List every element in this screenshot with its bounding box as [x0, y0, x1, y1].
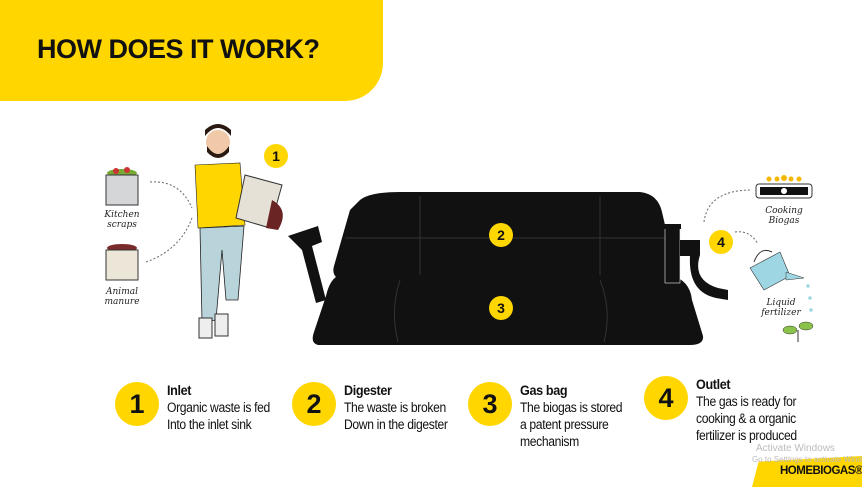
kitchen-scraps-bucket-icon: [105, 167, 139, 206]
header-banner: [0, 0, 383, 101]
activate-windows-watermark: Activate Windows: [756, 443, 835, 454]
step-title: Inlet: [167, 382, 192, 398]
step-title: Outlet: [696, 376, 731, 392]
step-number: 1: [115, 382, 159, 426]
gas-stove-icon: [755, 175, 813, 199]
marker-2: 2: [489, 223, 513, 247]
step-desc: mechanism: [520, 434, 579, 449]
page-title: HOW DOES IT WORK?: [37, 34, 320, 64]
watering-can-icon: [749, 249, 813, 312]
step-title: Digester: [344, 382, 392, 398]
step-number: 3: [468, 382, 512, 426]
step-desc: Organic waste is fed: [167, 400, 270, 415]
marker-3: 3: [489, 296, 513, 320]
step-outlet: 4 Outlet The gas is ready for cooking & …: [644, 376, 808, 444]
step-inlet: 1 Inlet Organic waste is fed Into the in…: [115, 382, 281, 433]
cooking-biogas-label: Cooking Biogas: [765, 206, 803, 226]
step-desc: fertilizer is produced: [696, 428, 797, 443]
inlet-funnel-icon: [288, 226, 326, 303]
step-desc: Down in the digester: [344, 417, 448, 432]
step-title: Gas bag: [520, 382, 568, 398]
man-pouring-waste-illustration: [194, 124, 283, 339]
outlet-pipe-icon: [664, 224, 728, 300]
step-desc: a patent pressure: [520, 417, 609, 432]
plant-sprout-icon: [782, 321, 814, 342]
marker-4: 4: [709, 230, 733, 254]
step-desc: The biogas is stored: [520, 400, 623, 415]
animal-manure-label: Animal manure: [104, 287, 140, 307]
kitchen-scraps-label: Kitchen scraps: [104, 210, 140, 230]
step-desc: The gas is ready for: [696, 394, 797, 409]
animal-manure-bucket-icon: [105, 244, 139, 281]
activate-windows-hint: Go to Settings to activate Windows: [752, 455, 862, 464]
step-number: 4: [644, 376, 688, 420]
step-desc: Into the inlet sink: [167, 417, 252, 432]
marker-1: 1: [264, 144, 288, 168]
step-digester: 2 Digester The waste is broken Down in t…: [292, 382, 459, 433]
brand-logo-background: [752, 456, 862, 487]
step-number: 2: [292, 382, 336, 426]
liquid-fertilizer-label: Liquid fertilizer: [761, 298, 801, 318]
brand-logo: HOMEBIOGAS®: [780, 465, 862, 477]
step-desc: cooking & a organic: [696, 411, 796, 426]
step-gas-bag: 3 Gas bag The biogas is stored a patent …: [468, 382, 634, 450]
step-desc: The waste is broken: [344, 400, 446, 415]
